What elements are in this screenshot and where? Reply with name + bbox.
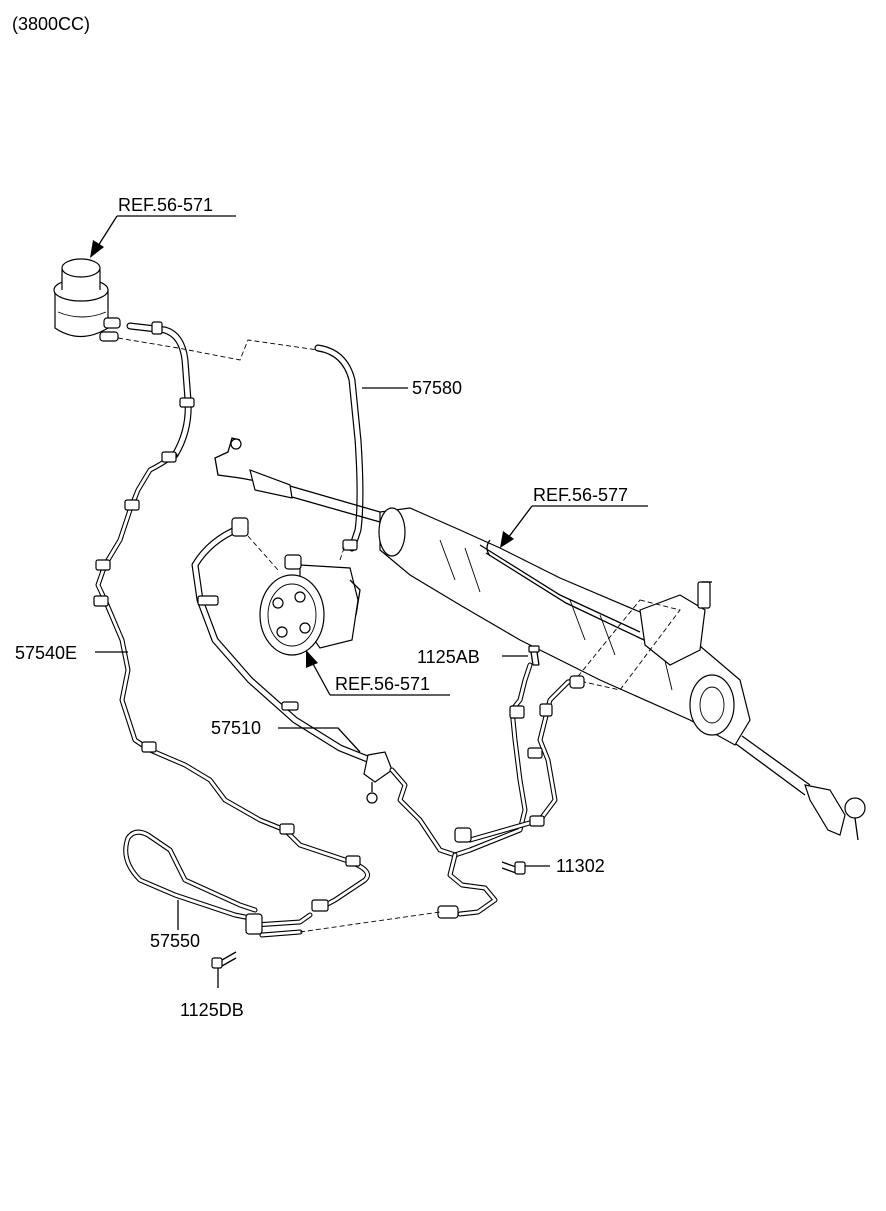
- feed-hose-57540E: [93, 451, 370, 912]
- callout-ref-reservoir: REF.56-571: [118, 195, 213, 215]
- reservoir: [53, 258, 121, 342]
- leaders: [90, 215, 648, 988]
- callout-57540E: 57540E: [15, 643, 77, 663]
- gear-pipes: [389, 662, 585, 919]
- callout-57510: 57510: [211, 718, 261, 738]
- bolt-1125DB: [211, 951, 237, 969]
- pressure-hose-57510: [191, 517, 393, 804]
- gear-detail-box: [574, 599, 681, 691]
- callout-57550: 57550: [150, 931, 200, 951]
- callout-11302: 11302: [556, 856, 605, 876]
- return-hose-57580: [126, 321, 364, 552]
- oil-cooler-57550: [123, 829, 313, 938]
- bolt-1125AB: [528, 645, 540, 666]
- pump-link-dash: [247, 535, 279, 571]
- callout-ref-gear: REF.56-577: [533, 485, 628, 505]
- engine-label: (3800CC): [12, 14, 90, 34]
- callout-1125DB: 1125DB: [180, 1000, 244, 1020]
- callout-57580: 57580: [412, 378, 462, 398]
- pump-return-dash: [339, 544, 346, 561]
- callout-ref-pump: REF.56-571: [335, 674, 430, 694]
- pump: [259, 554, 361, 656]
- cooler-return-dash: [299, 911, 441, 933]
- callout-1125AB: 1125AB: [417, 647, 480, 667]
- steering-gear: [214, 437, 866, 841]
- break-line-top: [117, 337, 319, 361]
- bolt-11302: [501, 861, 526, 875]
